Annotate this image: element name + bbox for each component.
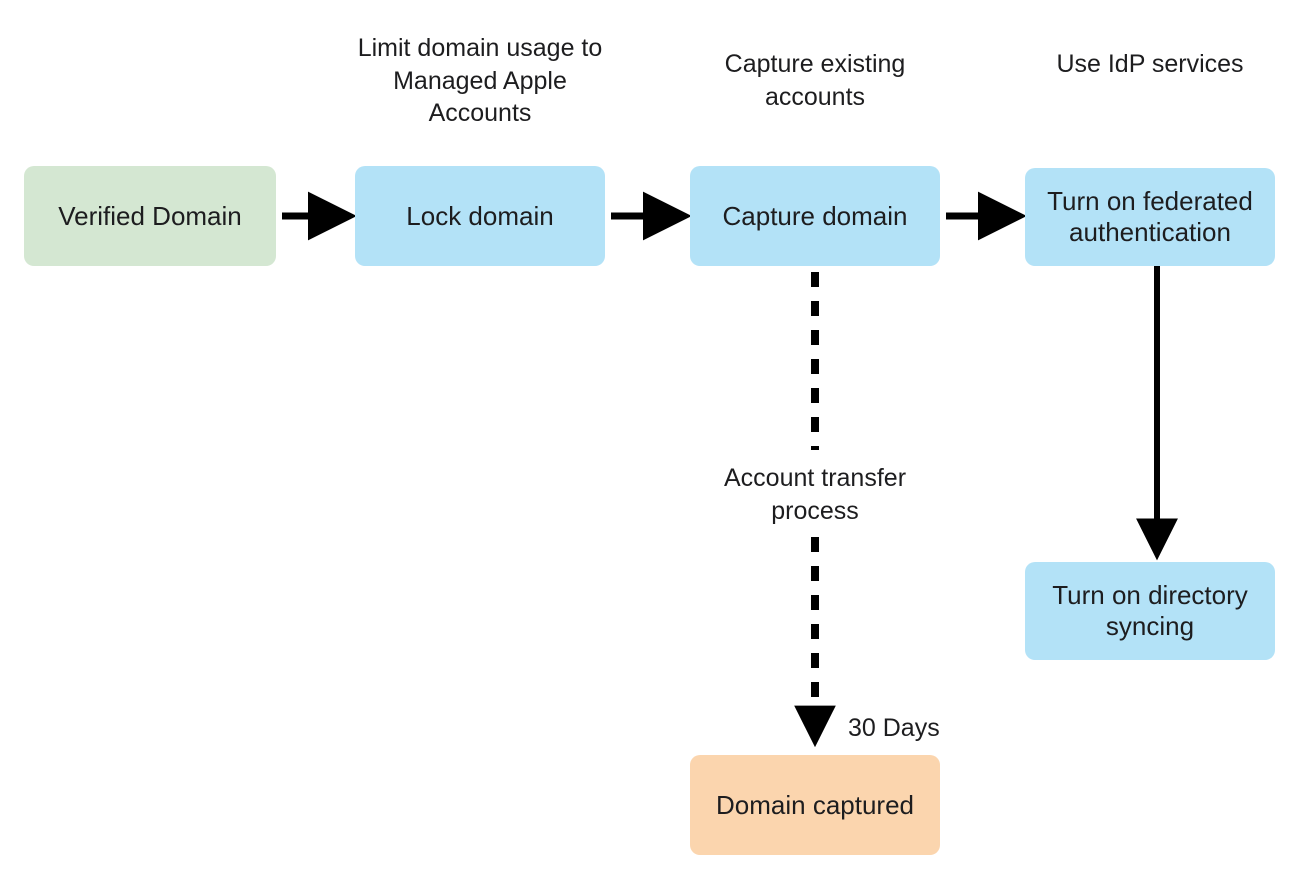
node-federated-authentication[interactable]: Turn on federated authentication — [1025, 168, 1275, 266]
node-verified-domain[interactable]: Verified Domain — [24, 166, 276, 266]
node-domain-captured[interactable]: Domain captured — [690, 755, 940, 855]
edge-label-account-transfer: Account transfer process — [723, 464, 907, 525]
node-lock-domain[interactable]: Lock domain — [355, 166, 605, 266]
caption-capture-domain: Capture existing accounts — [724, 50, 906, 111]
node-capture-domain[interactable]: Capture domain — [690, 166, 940, 266]
caption-lock-domain: Limit domain usage to Managed Apple Acco… — [357, 34, 603, 127]
edge-label-30-days: 30 Days — [848, 714, 940, 742]
caption-federated-authentication: Use IdP services — [1056, 50, 1244, 78]
node-directory-syncing[interactable]: Turn on directory syncing — [1025, 562, 1275, 660]
